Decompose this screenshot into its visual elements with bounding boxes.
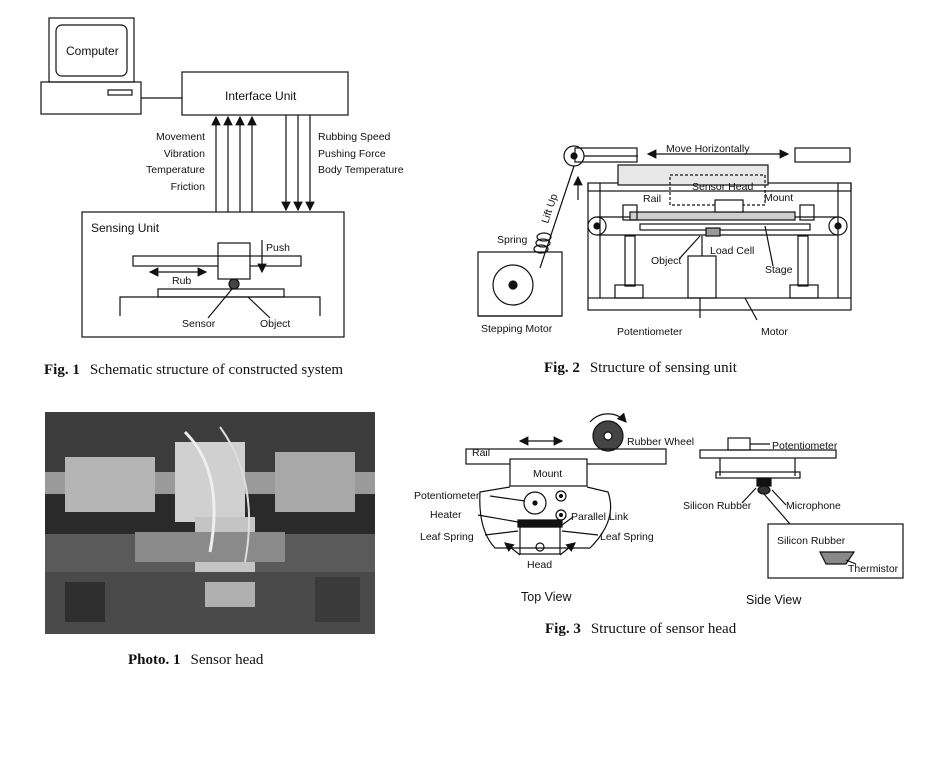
fig3-caption-number: Fig. 3: [545, 621, 581, 637]
side-potentiometer-label: Potentiometer: [772, 440, 838, 452]
fig2-labels: Move Horizontally Sensor Head Rail Mount…: [481, 143, 793, 338]
computer-base: [40, 81, 142, 115]
photo1-caption-number: Photo. 1: [128, 652, 181, 668]
computer-screen: [55, 24, 128, 77]
fig1-labels: Computer Interface Unit Movement Vibrati…: [66, 44, 404, 330]
fig2-caption-text: Structure of sensing unit: [589, 360, 737, 376]
fig1-caption: Fig. 1 Schematic structure of constructed…: [44, 362, 343, 379]
output-label-vibration: Vibration: [164, 148, 205, 160]
stage-label: Stage: [765, 264, 793, 276]
disk-slot: [107, 89, 133, 96]
top-view-label: Top View: [521, 590, 572, 604]
computer-label: Computer: [66, 44, 119, 58]
fig1-sensor-label: Sensor: [182, 318, 216, 330]
sensing-unit-box: [81, 211, 345, 338]
stepping-motor-label: Stepping Motor: [481, 323, 553, 335]
input-label-body-temperature: Body Temperature: [318, 164, 404, 176]
output-label-movement: Movement: [156, 131, 205, 143]
interface-unit-box: [181, 71, 349, 116]
inset-silicon-rubber-label: Silicon Rubber: [777, 535, 846, 547]
fig3-potentiometer-label: Potentiometer: [414, 490, 480, 502]
photo1-caption-text: Sensor head: [190, 652, 264, 668]
fig2-diagram: [477, 145, 852, 321]
sensing-unit-label: Sensing Unit: [91, 221, 160, 235]
fig3-rail-label: Rail: [472, 447, 490, 459]
fig3-labels: Rubber Wheel Rail Mount Potentiometer He…: [414, 436, 899, 607]
fig1-caption-text: Schematic structure of constructed syste…: [89, 362, 344, 378]
fig3-caption-text: Structure of sensor head: [590, 621, 737, 637]
spring-label: Spring: [497, 234, 528, 246]
sensor-head-label: Sensor Head: [692, 181, 753, 193]
fig1-sensor-block: [217, 242, 251, 280]
fig2-object-label: Object: [651, 255, 681, 267]
head-label: Head: [527, 559, 552, 571]
silicon-rubber-label: Silicon Rubber: [683, 500, 752, 512]
parallel-link-label: Parallel Link: [571, 511, 629, 523]
motor-label: Motor: [761, 326, 788, 338]
interface-unit-label: Interface Unit: [225, 89, 297, 103]
microphone-label: Microphone: [786, 500, 841, 512]
fig3-diagram: [465, 412, 904, 579]
thermistor-label: Thermistor: [848, 563, 899, 575]
photo1-caption: Photo. 1 Sensor head: [128, 652, 263, 669]
lift-up-label: Lift Up: [539, 192, 560, 225]
fig1-object: [157, 288, 285, 298]
heater-label: Heater: [430, 509, 462, 521]
fig2-potentiometer-label: Potentiometer: [617, 326, 683, 338]
push-label: Push: [266, 242, 290, 254]
fig1-caption-number: Fig. 1: [44, 362, 80, 378]
sensor-head-photo: [45, 412, 375, 634]
fig2-mount-label: Mount: [764, 192, 793, 204]
side-view-label: Side View: [746, 593, 802, 607]
fig1-rail: [132, 255, 302, 267]
fig3-caption: Fig. 3 Structure of sensor head: [545, 621, 736, 638]
move-horizontally-label: Move Horizontally: [666, 143, 750, 155]
leaf-spring-right-label: Leaf Spring: [600, 531, 654, 543]
fig2-caption-number: Fig. 2: [544, 360, 580, 376]
input-label-rubbing-speed: Rubbing Speed: [318, 131, 391, 143]
fig3-mount-label: Mount: [533, 468, 562, 480]
output-label-temperature: Temperature: [146, 164, 205, 176]
fig1-sensor-tip: [228, 278, 240, 290]
rubber-wheel-label: Rubber Wheel: [627, 436, 694, 448]
rub-label: Rub: [172, 275, 191, 287]
input-label-pushing-force: Pushing Force: [318, 148, 386, 160]
output-label-friction: Friction: [171, 181, 206, 193]
fig1-diagram: [40, 17, 349, 338]
fig2-rail-label: Rail: [643, 193, 661, 205]
fig2-caption: Fig. 2 Structure of sensing unit: [544, 360, 737, 377]
fig1-object-label: Object: [260, 318, 290, 330]
leaf-spring-left-label: Leaf Spring: [420, 531, 474, 543]
load-cell-label: Load Cell: [710, 245, 754, 257]
photo-drawing: [45, 412, 375, 634]
